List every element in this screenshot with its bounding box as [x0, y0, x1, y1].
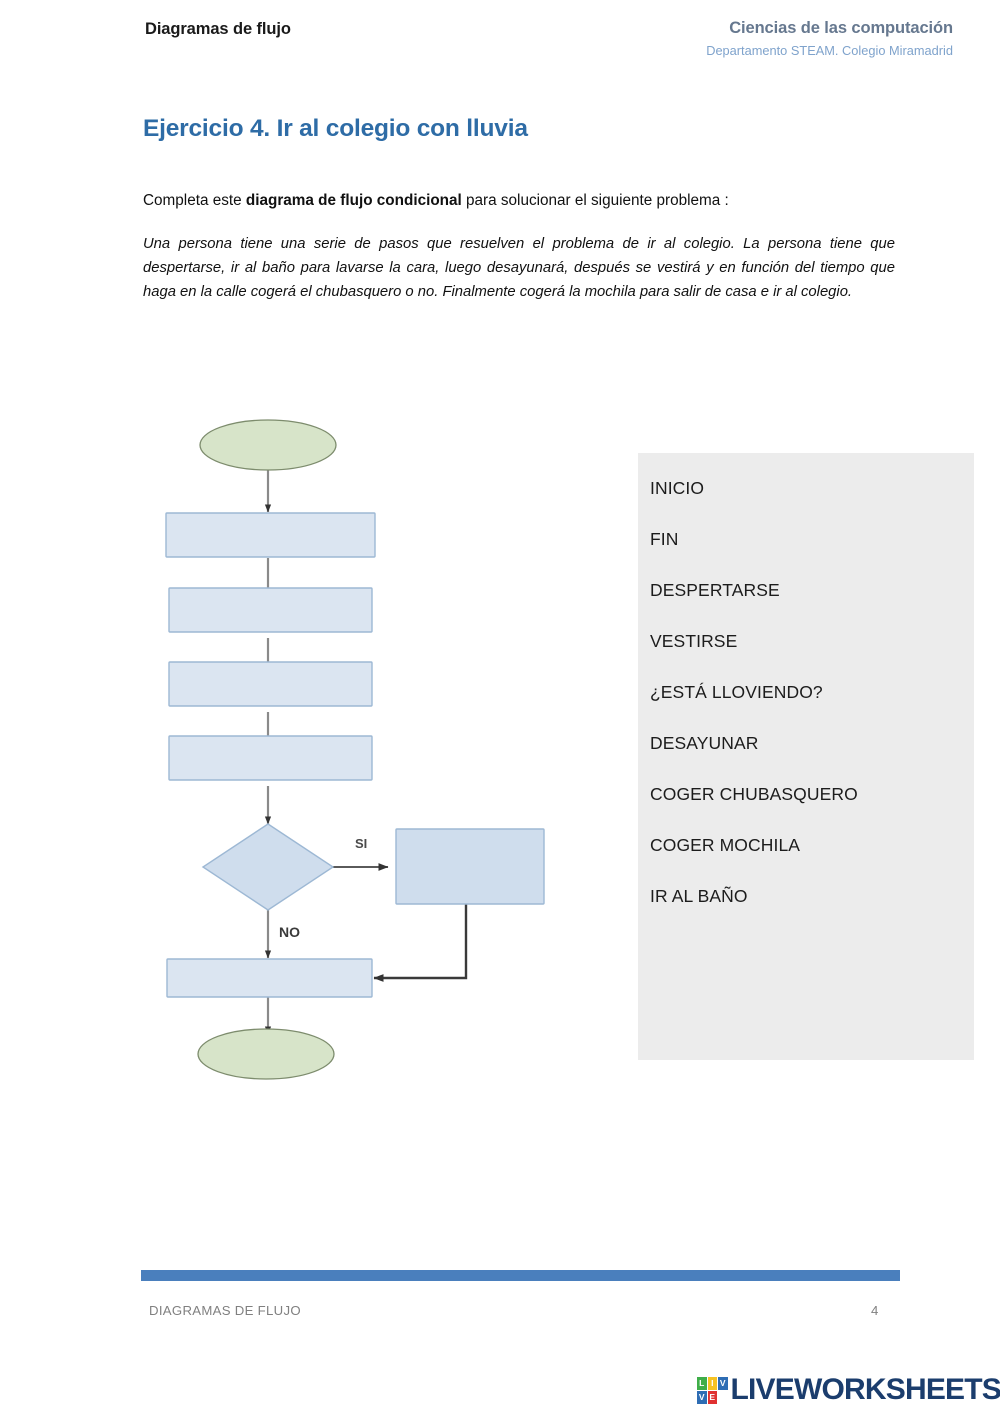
logo-tile-i: I	[707, 1376, 717, 1390]
flowchart-diagram: SI NO	[150, 400, 580, 1090]
flow-node-step3	[168, 661, 373, 707]
instruction-text-bold: diagrama de flujo condicional	[245, 192, 462, 209]
footer-divider-rule	[141, 1270, 900, 1281]
instruction-text-before: Completa este	[143, 192, 246, 209]
flow-label-no: NO	[279, 924, 300, 940]
flow-label-yes: SI	[355, 836, 367, 851]
logo-tile-blank	[718, 1390, 728, 1404]
footer-label: DIAGRAMAS DE FLUJO	[149, 1303, 301, 1318]
flow-node-decision	[201, 823, 335, 911]
word-bank-panel: INICIO FIN DESPERTARSE VESTIRSE ¿ESTÁ LL…	[638, 453, 974, 1060]
word-bank-item[interactable]: ¿ESTÁ LLOVIENDO?	[650, 682, 823, 702]
flow-node-step4	[168, 735, 373, 781]
word-bank-item[interactable]: IR AL BAÑO	[650, 886, 748, 906]
header-department-subtitle: Departamento STEAM. Colegio Miramadrid	[706, 43, 953, 58]
instruction-line: Completa este diagrama de flujo condicio…	[143, 190, 903, 212]
word-bank-item[interactable]: COGER CHUBASQUERO	[650, 784, 858, 804]
liveworksheets-wordmark: LIVEWORKSHEETS	[730, 1373, 1000, 1406]
flow-node-start	[199, 419, 337, 471]
instruction-text-after: para solucionar el siguiente problema :	[461, 192, 729, 209]
word-bank-item[interactable]: FIN	[650, 529, 679, 549]
flow-node-yes-branch	[395, 828, 545, 905]
page-title: Ejercicio 4. Ir al colegio con lluvia	[143, 115, 528, 142]
word-bank-item[interactable]: COGER MOCHILA	[650, 835, 801, 855]
word-bank-item[interactable]: INICIO	[650, 478, 705, 498]
page-header: Diagramas de flujo Ciencias de las compu…	[0, 0, 1000, 95]
problem-statement: Una persona tiene una serie de pasos que…	[143, 236, 895, 300]
logo-tile-v-bottom: V	[697, 1390, 707, 1404]
logo-tile-l: L	[697, 1376, 707, 1390]
liveworksheets-logo-tiles: L I V V E	[697, 1376, 728, 1404]
logo-tile-v-top: V	[718, 1376, 728, 1390]
word-bank-item[interactable]: DESAYUNAR	[650, 733, 759, 753]
flow-node-step5	[166, 958, 373, 998]
flow-node-end	[197, 1028, 335, 1080]
footer-page-number: 4	[871, 1303, 879, 1318]
flow-node-step1	[165, 512, 376, 558]
word-bank-item[interactable]: VESTIRSE	[650, 631, 738, 651]
word-bank-item[interactable]: DESPERTARSE	[650, 580, 780, 600]
header-org-block: Ciencias de las computación Departamento…	[706, 19, 953, 58]
flow-node-step2	[168, 587, 373, 633]
logo-tile-e: E	[707, 1390, 717, 1404]
header-subject-title: Ciencias de las computación	[729, 19, 953, 37]
connector-yes-return	[373, 904, 468, 982]
liveworksheets-logo: L I V V E LIVEWORKSHEETS	[697, 1372, 1000, 1408]
header-document-title: Diagramas de flujo	[145, 20, 291, 38]
